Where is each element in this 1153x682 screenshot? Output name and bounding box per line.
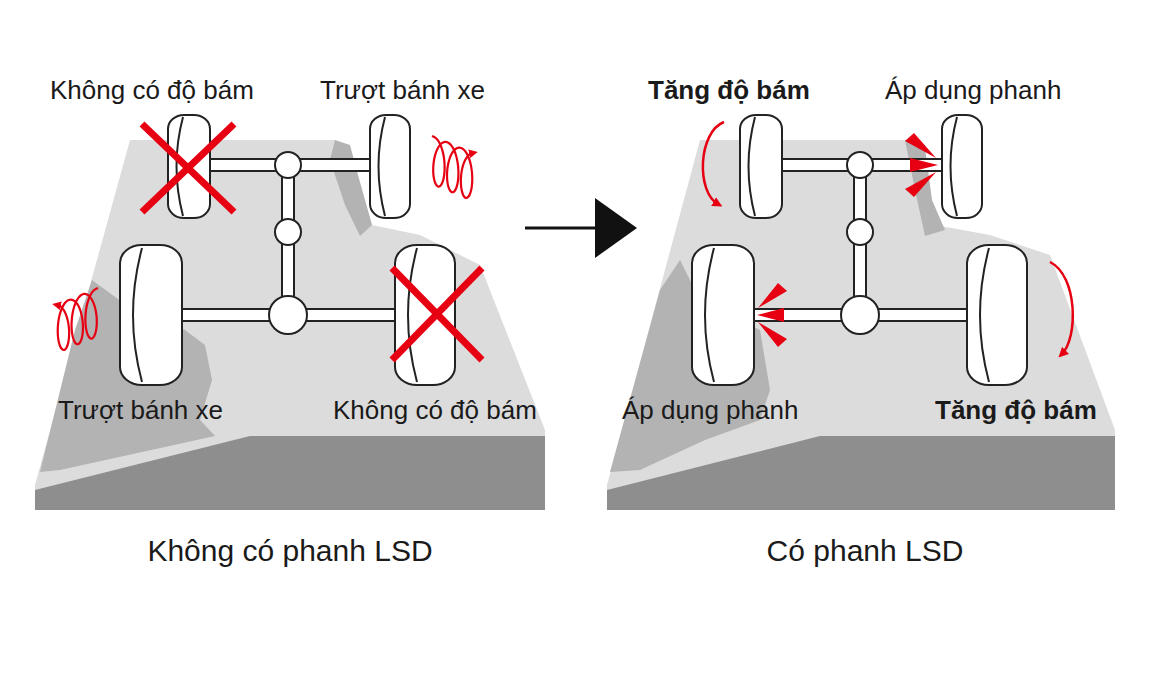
- brake-marker: [758, 322, 787, 347]
- no-grip-cross: [142, 124, 234, 212]
- action-label: Áp dụng phanh: [622, 396, 798, 426]
- brake-marker: [905, 172, 936, 197]
- rotation-arrow: [703, 122, 724, 204]
- brake-marker: [758, 283, 787, 308]
- brake-marker: [757, 133, 938, 347]
- drivetrain: [275, 219, 301, 245]
- wheel: [942, 115, 982, 218]
- status-label: Trượt bánh xe: [320, 76, 485, 106]
- wheel: [120, 245, 182, 385]
- drivetrain: [847, 152, 873, 178]
- panel-caption: Có phanh LSD: [767, 534, 964, 569]
- result-label: Tăng độ bám: [648, 76, 810, 106]
- wheel: [692, 115, 1027, 385]
- drivetrain: [269, 296, 307, 334]
- status-label: Trượt bánh xe: [58, 396, 223, 426]
- drivetrain: [847, 219, 873, 245]
- status-label: Không có độ bám: [50, 76, 254, 106]
- wheel: [379, 117, 386, 216]
- transition-arrow: [525, 227, 600, 230]
- no-grip-cross: [392, 268, 482, 360]
- terrain: [905, 140, 945, 236]
- spin-arrow: [432, 136, 473, 198]
- terrain: [607, 140, 1115, 510]
- no-grip-cross: [392, 268, 482, 360]
- terrain: [35, 436, 545, 510]
- spin-arrow: [57, 288, 98, 350]
- spin-arrow: [57, 136, 474, 350]
- drivetrain: [841, 296, 879, 334]
- brake-marker: [910, 158, 938, 172]
- rotation-arrow: [703, 122, 1073, 354]
- terrain: [607, 436, 1115, 510]
- transition-arrow: [595, 198, 637, 258]
- wheel: [967, 245, 1027, 385]
- wheel: [408, 248, 417, 382]
- wheel: [951, 117, 958, 216]
- brake-marker: [905, 133, 936, 158]
- illustration: [692, 115, 1073, 385]
- transition-arrow: [525, 198, 637, 258]
- wheel: [980, 248, 989, 382]
- wheel: [395, 245, 455, 385]
- status-label: Không có độ bám: [333, 396, 537, 426]
- wheel: [740, 115, 782, 218]
- no-grip-cross: [142, 124, 482, 360]
- wheel: [705, 248, 714, 382]
- wheel: [749, 117, 756, 216]
- rotation-arrow: [1050, 262, 1073, 354]
- result-label: Tăng độ bám: [935, 396, 1097, 426]
- action-label: Áp dụng phanh: [885, 76, 1061, 106]
- wheel: [370, 115, 410, 218]
- terrain: [330, 140, 372, 236]
- no-grip-cross: [142, 124, 234, 212]
- panel-caption: Không có phanh LSD: [147, 534, 432, 569]
- wheel: [133, 248, 142, 382]
- wheel: [692, 245, 754, 385]
- drivetrain: [275, 152, 301, 178]
- brake-marker: [757, 308, 784, 322]
